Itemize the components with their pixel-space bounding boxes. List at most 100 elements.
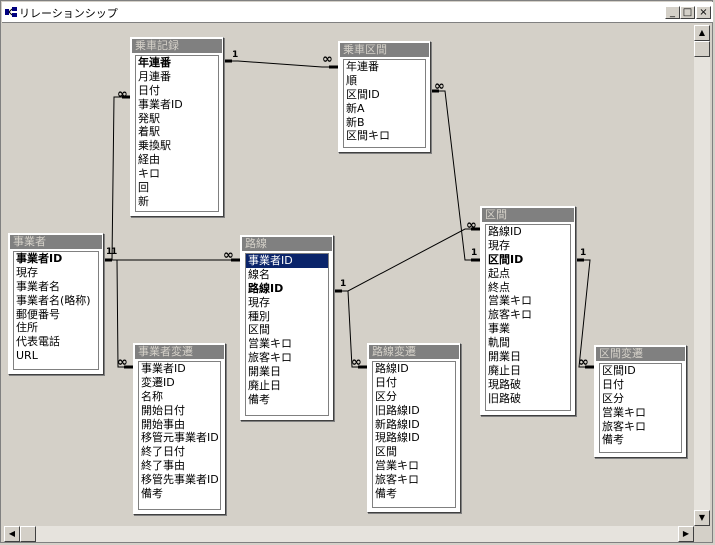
field-item[interactable]: 旅客キロ xyxy=(488,308,532,322)
field-item[interactable]: 旅客キロ xyxy=(602,419,646,433)
field-item[interactable]: 区間キロ xyxy=(346,129,390,143)
field-item[interactable]: 名称 xyxy=(141,389,163,403)
field-item[interactable]: 乗換駅 xyxy=(138,139,171,153)
vertical-scrollbar[interactable]: ▲ ▼ xyxy=(694,25,710,526)
minimize-button[interactable]: _ xyxy=(665,6,680,19)
field-item[interactable]: 路線ID xyxy=(488,225,522,238)
field-item[interactable]: 開始事由 xyxy=(141,417,185,431)
field-item[interactable]: URL xyxy=(16,349,38,363)
field-item[interactable]: 現存 xyxy=(248,295,270,309)
field-item[interactable]: 回 xyxy=(138,181,149,195)
field-item[interactable]: 新 xyxy=(138,194,149,208)
table-title[interactable]: 路線 xyxy=(242,237,332,251)
field-item[interactable]: 代表電話 xyxy=(16,335,60,349)
field-item[interactable]: 事業者名 xyxy=(16,279,60,293)
scroll-up-button[interactable]: ▲ xyxy=(694,25,710,41)
maximize-button[interactable]: □ xyxy=(680,6,695,19)
field-item[interactable]: 年連番 xyxy=(138,56,171,69)
field-item[interactable]: キロ xyxy=(138,167,160,181)
field-item[interactable]: 新A xyxy=(346,101,365,115)
field-item[interactable]: 移管元事業者ID xyxy=(141,431,219,445)
field-item[interactable]: 日付 xyxy=(602,377,624,391)
field-item[interactable]: 区分 xyxy=(602,391,624,405)
field-item[interactable]: 新B xyxy=(346,115,365,129)
field-item[interactable]: 線名 xyxy=(248,267,270,281)
field-item[interactable]: 事業者ID xyxy=(16,252,63,265)
field-item[interactable]: 終点 xyxy=(488,280,510,294)
field-item[interactable]: 営業キロ xyxy=(248,337,292,351)
field-item[interactable]: 事業者ID xyxy=(138,97,183,111)
field-item[interactable]: 旧路線ID xyxy=(375,403,420,417)
relationship-canvas[interactable]: 1 ∞ ∞ 1 ∞ 1 1 ∞ ∞ 1 ∞ ∞ 1 ∞ 乗車記録 年連番月連番日… xyxy=(4,25,694,526)
table-title[interactable]: 事業者 xyxy=(10,235,102,249)
field-item[interactable]: 営業キロ xyxy=(375,459,419,473)
table-title[interactable]: 事業者変遷 xyxy=(135,345,224,359)
size-grip[interactable] xyxy=(694,526,710,542)
field-item[interactable]: 開業日 xyxy=(488,350,521,364)
field-item[interactable]: 現存 xyxy=(16,265,38,279)
field-item[interactable]: 事業者ID xyxy=(246,254,328,268)
field-item[interactable]: 旧路破 xyxy=(488,391,521,405)
field-item[interactable]: 現存 xyxy=(488,238,510,252)
table-title[interactable]: 区間 xyxy=(482,208,574,222)
field-item[interactable]: 区間ID xyxy=(346,87,380,101)
field-item[interactable]: 開業日 xyxy=(248,365,281,379)
field-item[interactable]: 区間ID xyxy=(488,252,524,266)
field-item[interactable]: 営業キロ xyxy=(602,405,646,419)
table-title[interactable]: 路線変遷 xyxy=(369,345,459,359)
table-title[interactable]: 乗車記録 xyxy=(132,39,222,53)
field-item[interactable]: 順 xyxy=(346,73,357,87)
field-item[interactable]: 軌間 xyxy=(488,336,510,350)
field-item[interactable]: 旅客キロ xyxy=(375,473,419,487)
field-item[interactable]: 路線ID xyxy=(248,281,284,295)
field-item[interactable]: 終了日付 xyxy=(141,445,185,459)
field-item[interactable]: 新路線ID xyxy=(375,417,420,431)
field-item[interactable]: 着駅 xyxy=(138,125,160,139)
field-item[interactable]: 種別 xyxy=(248,309,270,323)
field-item[interactable]: 年連番 xyxy=(346,60,379,73)
field-item[interactable]: 日付 xyxy=(138,83,160,97)
field-item[interactable]: 終了事由 xyxy=(141,459,185,473)
horizontal-scroll-thumb[interactable] xyxy=(20,526,36,542)
table-title[interactable]: 乗車区間 xyxy=(340,43,429,57)
field-item[interactable]: 発駅 xyxy=(138,111,160,125)
field-item[interactable]: 日付 xyxy=(375,375,397,389)
field-item[interactable]: 事業者名(略称) xyxy=(16,293,91,307)
field-item[interactable]: 事業 xyxy=(488,322,510,336)
field-item[interactable]: 移管先事業者ID xyxy=(141,473,219,487)
scroll-down-button[interactable]: ▼ xyxy=(694,510,710,526)
field-item[interactable]: 事業者ID xyxy=(141,362,186,375)
field-item[interactable]: 変遷ID xyxy=(141,375,175,389)
field-item[interactable]: 現路線ID xyxy=(375,431,420,445)
scroll-left-button[interactable]: ◀ xyxy=(4,526,20,542)
field-item[interactable]: 廃止日 xyxy=(488,363,521,377)
scroll-right-button[interactable]: ▶ xyxy=(678,526,694,542)
field-item[interactable]: 住所 xyxy=(16,321,38,335)
field-item[interactable]: 月連番 xyxy=(138,69,171,83)
field-item[interactable]: 旅客キロ xyxy=(248,351,292,365)
close-button[interactable]: × xyxy=(696,6,711,19)
title-bar[interactable]: リレーションシップ _ □ × xyxy=(2,2,713,23)
field-item[interactable]: 現路破 xyxy=(488,377,521,391)
field-item[interactable]: 区間ID xyxy=(602,364,636,377)
field-item[interactable]: 備考 xyxy=(248,392,270,406)
field-item[interactable]: 廃止日 xyxy=(248,379,281,393)
field-item[interactable]: 備考 xyxy=(375,487,397,501)
table-title[interactable]: 区間変遷 xyxy=(596,347,685,361)
field-item[interactable]: 路線ID xyxy=(375,362,409,375)
vertical-scroll-thumb[interactable] xyxy=(694,41,710,57)
